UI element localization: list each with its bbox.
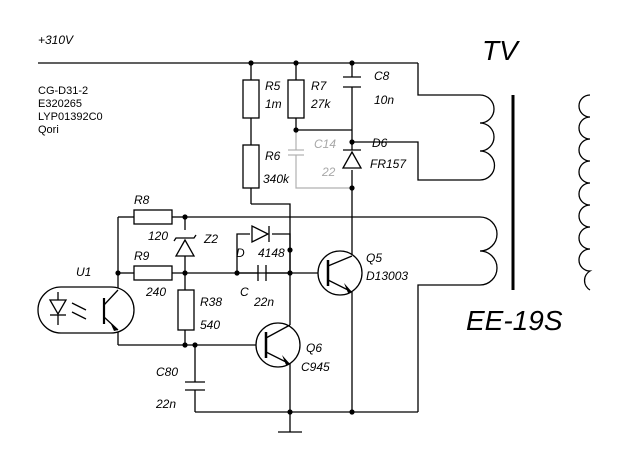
c80-value: 22n (155, 397, 176, 411)
r5-ref: R5 (265, 79, 281, 93)
q5-ref: Q5 (366, 251, 382, 265)
transformer-title: TV (482, 35, 520, 66)
r6-value: 340k (263, 172, 290, 186)
r8-ref: R8 (134, 193, 150, 207)
c14-value: 22 (321, 165, 336, 179)
transistor-q5 (317, 250, 363, 296)
capacitor-c80 (185, 381, 205, 391)
r9-ref: R9 (134, 249, 150, 263)
supply-label: +310V (38, 33, 74, 47)
c8-value: 10n (374, 93, 394, 107)
d6-value: FR157 (370, 157, 407, 171)
u1-ref: U1 (76, 265, 91, 279)
d6-ref: D6 (372, 136, 388, 150)
r7-ref: R7 (311, 79, 328, 93)
junction-dots (115, 60, 355, 415)
capacitor-c (257, 265, 267, 281)
q6-value: C945 (301, 360, 330, 374)
diode-d-4148 (251, 224, 270, 244)
r5-value: 1m (265, 97, 282, 111)
transformer-model: EE-19S (466, 305, 563, 336)
transistor-q6 (255, 322, 301, 368)
r7-value: 27k (310, 97, 331, 111)
resistor-r8 (133, 209, 173, 225)
optocoupler-u1 (37, 286, 135, 334)
d-ref: D (236, 246, 245, 260)
wires (38, 62, 480, 433)
r38-ref: R38 (200, 295, 222, 309)
c8-ref: C8 (374, 69, 390, 83)
resistor-r38 (177, 289, 195, 331)
r6-ref: R6 (265, 149, 281, 163)
capacitor-c14 (288, 130, 352, 189)
r38-value: 540 (200, 318, 220, 332)
info-line-3: LYP01392C0 (38, 111, 103, 123)
transformer-tv (479, 94, 593, 291)
q5-value: D13003 (366, 269, 408, 283)
c14-ref: C14 (314, 137, 336, 151)
r9-value: 240 (145, 285, 166, 299)
info-line-2: E320265 (38, 98, 82, 110)
resistor-r6 (242, 144, 260, 189)
diode-d6 (341, 140, 363, 169)
resistor-r7 (287, 79, 305, 119)
c-ref: C (240, 285, 249, 299)
c-value: 22n (253, 295, 274, 309)
z2-ref: Z2 (203, 232, 218, 246)
zener-z2 (173, 234, 197, 257)
capacitor-c8 (343, 76, 361, 88)
resistor-r9 (133, 265, 173, 281)
r8-value: 120 (148, 229, 168, 243)
info-line-4: Qori (38, 124, 59, 136)
c80-ref: C80 (156, 365, 178, 379)
q6-ref: Q6 (306, 341, 322, 355)
d-value: 4148 (258, 246, 285, 260)
resistor-r5 (242, 79, 260, 119)
info-line-1: CG-D31-2 (38, 85, 88, 97)
